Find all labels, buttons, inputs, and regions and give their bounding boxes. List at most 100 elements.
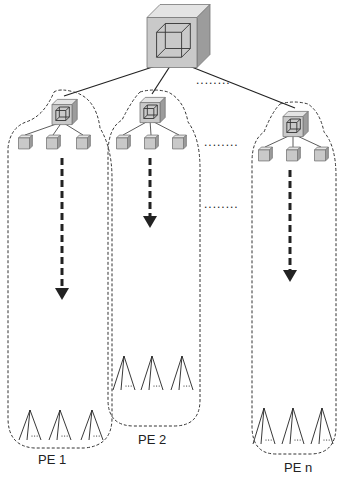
tree-dot (271, 439, 272, 440)
tree-dot (297, 439, 298, 440)
tree-icon (282, 408, 304, 444)
ellipsis-label: ........ (204, 136, 239, 148)
wireframe-cube (56, 111, 66, 121)
arrow-head (143, 216, 157, 228)
tree-dot (183, 385, 184, 386)
dashed-outline (8, 90, 112, 448)
tree-branch (293, 408, 304, 444)
tree-dot (61, 435, 62, 436)
cube-front (315, 150, 326, 161)
tree-branch (261, 408, 264, 444)
wireframe-cube (144, 115, 148, 119)
tree-dot (300, 439, 301, 440)
tree-dot (31, 435, 32, 436)
cube-front (140, 103, 160, 123)
cube-side (156, 135, 159, 149)
tree-dot (156, 385, 157, 386)
tree-dot (99, 435, 100, 436)
dashed-arrow (289, 170, 292, 272)
tree-branch (124, 356, 135, 390)
tree-dot (37, 435, 38, 436)
cube-front (147, 18, 197, 68)
cube-icon (19, 135, 33, 149)
wireframe-cube (290, 119, 300, 129)
tree-dot (329, 439, 330, 440)
tree-branch (152, 356, 163, 390)
pe-label: PE 2 (138, 432, 166, 447)
tree-branch (60, 410, 71, 440)
tree-dot (186, 385, 187, 386)
cube-icon (287, 147, 301, 161)
tree-branch (322, 408, 333, 444)
dashed-outline (4, 88, 116, 452)
tree-dot (323, 439, 324, 440)
cube-icon (283, 111, 308, 136)
tree-dot (189, 385, 190, 386)
wireframe-cube (157, 32, 182, 57)
cube-side (184, 135, 187, 149)
tree-icon (19, 410, 41, 440)
pe-region: PE 2 (104, 88, 204, 449)
cube-side (298, 147, 301, 161)
tree-dot (326, 439, 327, 440)
tree-branch (89, 410, 92, 440)
tree-branch (19, 410, 30, 440)
pe-region: PE 1 (4, 88, 116, 469)
dashed-outline (104, 88, 204, 432)
dashed-outline (248, 100, 340, 460)
tree-branch (149, 356, 152, 390)
cube-side (326, 147, 329, 161)
tree-branch (311, 408, 322, 444)
wireframe-cube (157, 24, 166, 33)
tree-dot (265, 439, 266, 440)
arrow-head (283, 270, 297, 282)
cube-icon (145, 135, 159, 149)
pe-region: PE n (248, 100, 340, 477)
cube-front (19, 138, 30, 149)
tree-branch (253, 408, 264, 444)
tree-dot (268, 439, 269, 440)
tree-branch (264, 408, 275, 444)
cube-icon (52, 99, 77, 124)
cube-front (287, 150, 298, 161)
cube-icon (77, 135, 91, 149)
wireframe-cube (154, 115, 158, 119)
wireframe-cube (144, 105, 148, 109)
cube-icon (147, 5, 210, 68)
tree-icon (49, 410, 71, 440)
pe-label: PE n (284, 460, 312, 475)
cube-front (259, 150, 270, 161)
wireframe-cube (144, 109, 154, 119)
tree-branch (182, 356, 193, 390)
wireframe-cube (182, 24, 191, 33)
tree-branch (57, 410, 60, 440)
cube-icon (47, 135, 61, 149)
ellipsis-label: ........ (204, 198, 239, 210)
ellipsis-label: ........ (196, 74, 231, 86)
dashed-outline (252, 102, 336, 454)
cube-side (160, 97, 165, 122)
tree-icon (311, 408, 333, 444)
wireframe-cube (297, 119, 301, 123)
cube-icon (140, 97, 165, 122)
cube-icon (117, 135, 131, 149)
tree-branch (81, 410, 92, 440)
dashed-outline (108, 90, 200, 426)
cube-side (58, 135, 61, 149)
cube-side (303, 111, 308, 136)
tree-dot (34, 435, 35, 436)
cube-side (197, 5, 210, 68)
wireframe-cube (157, 49, 166, 58)
arrow-head (55, 288, 69, 300)
tree-dot (159, 385, 160, 386)
tree-branch (290, 408, 293, 444)
wireframe-cube (147, 105, 157, 115)
tree-dot (96, 435, 97, 436)
tree-dot (67, 435, 68, 436)
wireframe-cube (287, 129, 291, 133)
tree-branch (92, 410, 103, 440)
cube-front (173, 138, 184, 149)
wireframe-cube (66, 107, 70, 111)
pe-label: PE 1 (38, 452, 66, 467)
